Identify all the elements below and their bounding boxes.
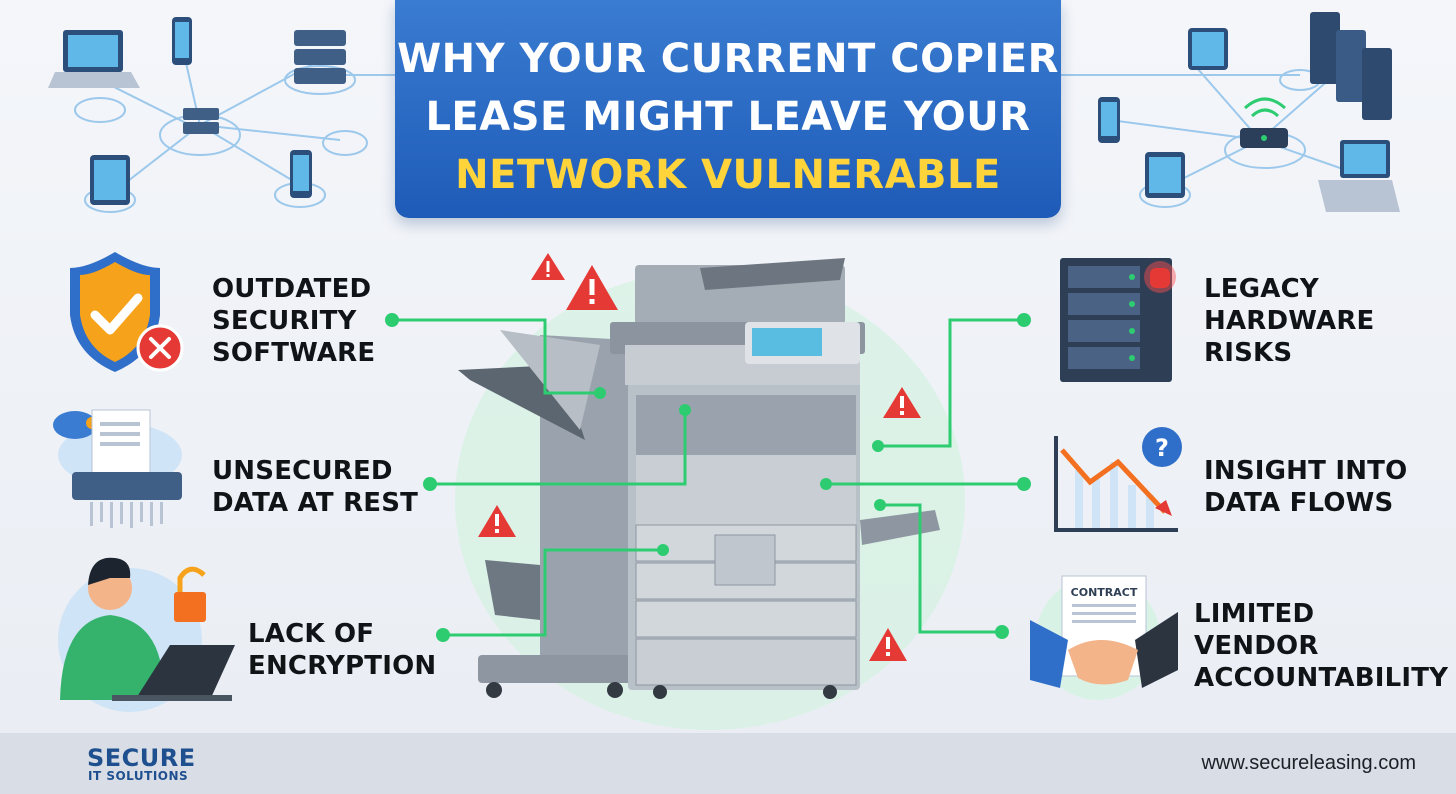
risk-label-legacy-hardware-risks: LEGACY HARDWARE RISKS [1204,274,1375,368]
connector-dots [385,313,1031,642]
footer-bar [0,733,1456,794]
warning-icon [566,265,618,310]
cloud-shredder-icon [53,409,182,528]
laptop-icon [48,30,140,88]
website-link[interactable]: www.secureleasing.com [1201,752,1416,774]
risk-label-outdated-security-software: OUTDATED SECURITY SOFTWARE [212,274,376,368]
handshake-contract-icon [1030,575,1178,700]
server-icon [294,30,346,84]
risk-label-lack-of-encryption: LACK OF ENCRYPTION [248,619,437,681]
tablet-icon [1145,152,1185,198]
title-line-2: LEASE MIGHT LEAVE YOUR [425,94,1031,140]
risk-label-insight-into-data-flows: INSIGHT INTO DATA FLOWS [1204,456,1408,518]
warning-icon [869,628,907,661]
svg-text:?: ? [1155,434,1169,462]
laptop-icon [1318,140,1400,212]
contract-label: CONTRACT [1070,586,1138,599]
risk-label-unsecured-data-at-rest: UNSECURED DATA AT REST [212,456,419,518]
warning-icon [883,387,921,418]
connector-lines [392,318,1024,637]
copier-icon [458,258,940,699]
shield-x-icon [70,252,184,372]
server-rack-icon [1310,12,1392,120]
brand-name: SECURE [87,744,196,772]
wifi-router-icon [1240,97,1288,148]
title-line-1: WHY YOUR CURRENT COPIER [397,36,1059,82]
phone-icon [1098,97,1120,143]
server-icon [183,108,219,134]
risk-label-limited-vendor-accountability: LIMITED VENDOR ACCOUNTABILITY [1194,599,1449,693]
phone-icon [172,17,192,65]
tablet-icon [1188,28,1228,70]
tablet-icon [90,155,130,205]
server-alarm-icon [1060,258,1176,382]
network-diagram-right [1061,59,1361,208]
user-laptop-unlock-icon [58,557,235,712]
title-line-3: NETWORK VULNERABLE [455,152,1001,198]
title-banner: WHY YOUR CURRENT COPIER LEASE MIGHT LEAV… [395,0,1061,218]
phone-icon [290,150,312,198]
declining-chart-question-icon: ? [1054,427,1182,532]
warning-icon [531,253,565,280]
brand-subtitle: IT SOLUTIONS [88,769,189,783]
warning-icon [478,505,516,537]
